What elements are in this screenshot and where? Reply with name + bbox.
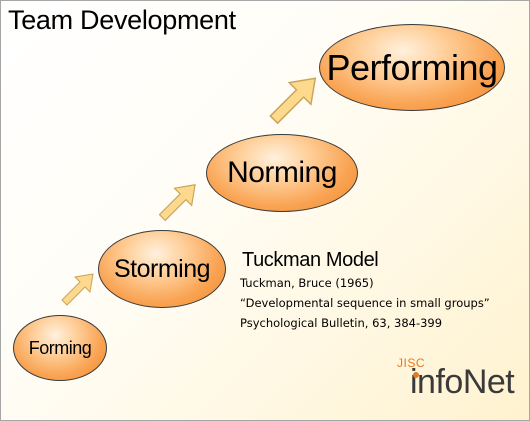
slide-title: Team Development xyxy=(8,5,236,35)
model-title: Tuckman Model xyxy=(242,249,379,271)
stage-forming-label: Forming xyxy=(28,337,92,358)
stage-performing-label: Performing xyxy=(326,46,498,88)
stage-performing: Performing xyxy=(319,24,505,111)
arrow-forming-storming xyxy=(61,273,94,306)
stage-norming: Norming xyxy=(206,134,358,212)
stage-norming-label: Norming xyxy=(227,156,337,189)
logo-name: infoNet xyxy=(410,363,515,401)
stage-storming: Storming xyxy=(98,230,226,308)
arrow-norming-performing xyxy=(269,77,317,125)
arrow-storming-norming xyxy=(158,184,196,222)
logo-dot-icon xyxy=(413,372,419,378)
stage-storming-label: Storming xyxy=(113,254,211,283)
logo-prefix: JISC xyxy=(397,356,426,370)
model-reference-author: Tuckman, Bruce (1965) xyxy=(240,276,374,290)
model-reference-article: “Developmental sequence in small groups” xyxy=(240,296,490,310)
stage-forming: Forming xyxy=(13,315,107,381)
model-reference-journal: Psychological Bulletin, 63, 384-399 xyxy=(240,316,443,330)
